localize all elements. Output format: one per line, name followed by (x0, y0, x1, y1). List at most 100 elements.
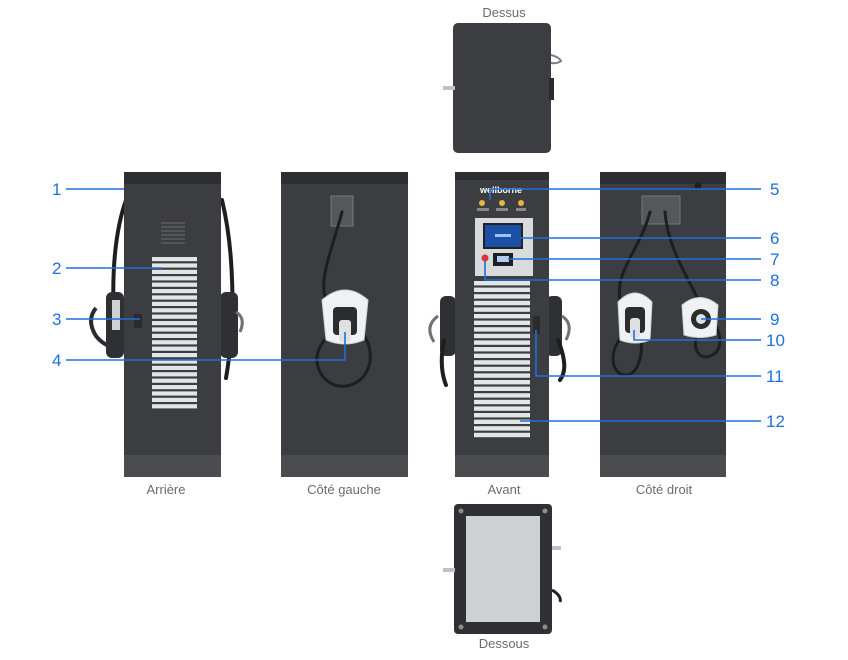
vent-slat (474, 327, 530, 332)
vent-slat (474, 373, 530, 378)
right-holster-large (617, 292, 653, 344)
rear-view-label: Arrière (146, 482, 185, 497)
left-cable-top (322, 210, 344, 302)
callout-3: 3 (52, 310, 61, 329)
vent-slat (152, 404, 197, 409)
bottom-bolt-2 (542, 508, 548, 514)
vent-slat (152, 378, 197, 383)
front-holster-left-handle (428, 314, 439, 343)
left-side-view: Côté gauche (281, 172, 408, 497)
vent-slat (152, 372, 197, 377)
vent-slat (474, 353, 530, 358)
vent-slat (152, 365, 197, 370)
bottom-bolt-3 (458, 624, 464, 630)
callout-2: 2 (52, 259, 61, 278)
led-caption-2 (496, 208, 508, 211)
vent-slat (152, 257, 197, 262)
callout-1: 1 (52, 180, 61, 199)
vent-slat (474, 386, 530, 391)
rear-view: Arrière (89, 172, 244, 497)
led-indicator-2 (499, 200, 505, 206)
vent-slat (474, 380, 530, 385)
bottom-panel (466, 516, 540, 622)
front-top-cap (455, 172, 549, 180)
vent-slat (474, 314, 530, 319)
leader-10 (633, 330, 761, 341)
led-indicator-1 (479, 200, 485, 206)
vent-slat (474, 287, 530, 292)
leader-5 (489, 188, 761, 200)
callout-10: 10 (766, 331, 785, 350)
top-view-label: Dessus (482, 5, 526, 20)
vent-slat (474, 333, 530, 339)
front-holster-right-handle (561, 314, 571, 341)
vent-slat (474, 294, 530, 299)
leader-8 (484, 261, 761, 281)
bottom-connector (443, 568, 455, 572)
vent-slat (152, 397, 197, 402)
rear-vent-frame (152, 256, 197, 410)
vent-slat (474, 413, 530, 418)
callout-4: 4 (52, 351, 61, 370)
vent-slat (152, 385, 197, 390)
callout-5: 5 (770, 180, 779, 199)
vent-slat (152, 295, 197, 300)
card-reader-display (497, 256, 509, 262)
callout-6: 6 (770, 229, 779, 248)
top-view-connector (443, 86, 455, 90)
right-cable-loop-2 (693, 324, 722, 359)
vent-slat (474, 393, 530, 398)
rear-base (124, 455, 221, 477)
front-view-label: Avant (487, 482, 520, 497)
vent-slat (152, 391, 197, 396)
led-indicator-3 (518, 200, 524, 206)
vent-slat (474, 419, 530, 424)
top-view-side-part (549, 78, 554, 100)
vent-slat (474, 426, 530, 431)
vent-slat (152, 353, 197, 358)
left-cable-loop (315, 328, 372, 388)
left-view-label: Côté gauche (307, 482, 381, 497)
front-lock (533, 316, 540, 334)
led-caption-1 (477, 208, 489, 211)
vent-slat (474, 366, 530, 372)
callout-8: 8 (770, 271, 779, 290)
bottom-view: Dessous (443, 504, 562, 651)
vent-slat (152, 263, 197, 268)
top-view: Dessus (443, 5, 563, 153)
vent-slat (152, 333, 197, 338)
right-view-label: Côté droit (636, 482, 693, 497)
vent-slat (474, 347, 530, 352)
vent-slat (474, 281, 530, 286)
bottom-connector-right (552, 546, 561, 550)
leader-4 (66, 332, 346, 361)
rear-vent (152, 256, 197, 410)
right-vent-hole (694, 182, 702, 190)
vent-slat (152, 308, 197, 313)
vent-slat (152, 359, 197, 364)
vent-slat (474, 307, 530, 312)
leader-11 (535, 330, 761, 377)
top-view-body (453, 23, 551, 153)
rear-small-grille (161, 222, 185, 244)
right-side-view: Côté droit (600, 172, 726, 497)
bottom-cable (551, 588, 562, 603)
vent-slat (474, 406, 530, 411)
front-base (455, 455, 549, 477)
right-top-cap (600, 172, 726, 184)
right-holster-small (681, 297, 719, 338)
bottom-bolt-4 (542, 624, 548, 630)
vent-slat (152, 314, 197, 319)
vent-slat (474, 360, 530, 365)
rear-holster-right (220, 292, 238, 358)
right-cable-loop-1 (611, 328, 643, 377)
top-view-holster (550, 54, 563, 65)
callout-11: 11 (766, 367, 784, 386)
front-vent (474, 280, 530, 440)
front-view: wellborne Avant (428, 172, 571, 497)
vent-slat (152, 301, 197, 306)
bottom-bolt-1 (458, 508, 464, 514)
left-base (281, 455, 408, 477)
bottom-view-label: Dessous (479, 636, 530, 651)
